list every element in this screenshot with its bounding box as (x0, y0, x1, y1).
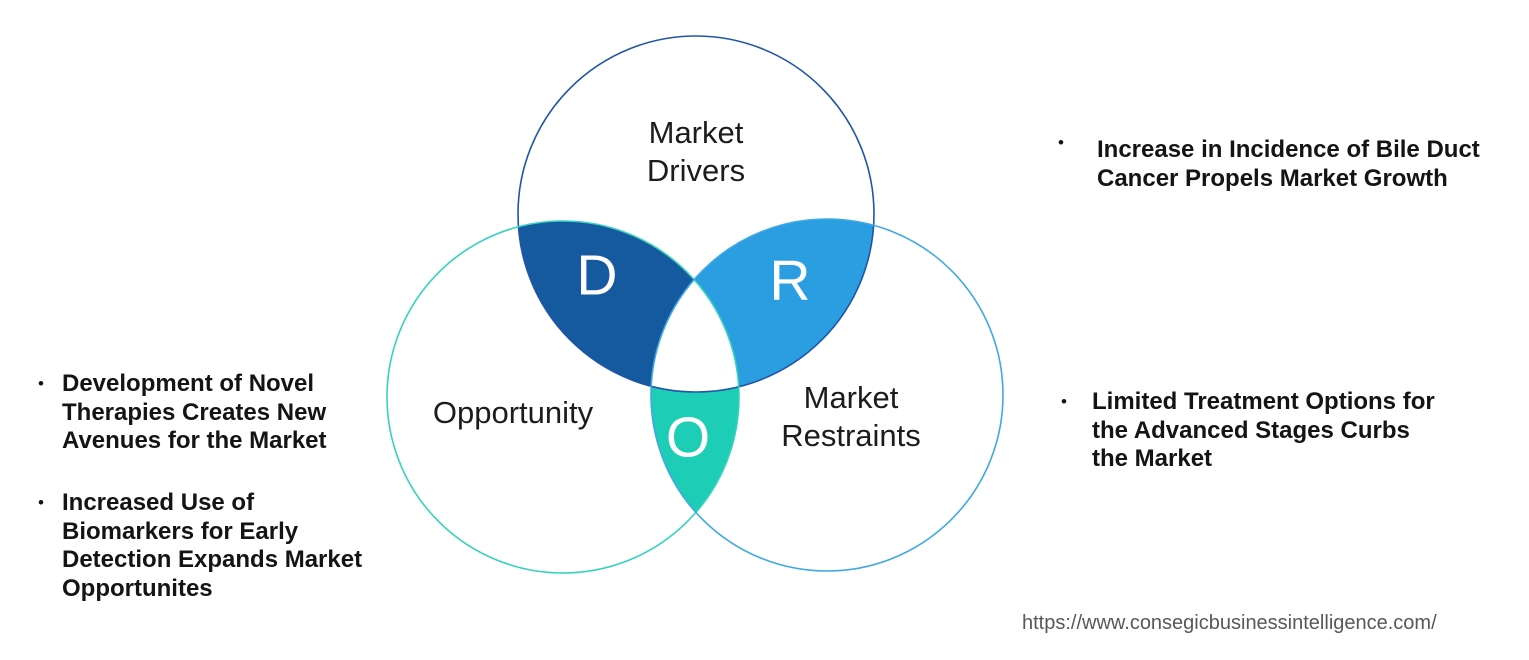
note-line: Cancer Propels Market Growth (1097, 164, 1448, 192)
letter-r: R (769, 248, 811, 313)
note-line: Detection Expands Market (62, 546, 363, 573)
note-limited-treatment: • Limited Treatment Options for the Adva… (1061, 388, 1435, 474)
bullet-icon: • (38, 374, 44, 393)
opportunity-circle-outline (386, 220, 740, 574)
restraints-label-line1: Market (803, 380, 899, 415)
note-line: Increase in Incidence of Bile Duct (1097, 136, 1480, 163)
note-novel-therapies: • Development of Novel Therapies Creates… (38, 370, 327, 456)
restraints-label: Market Restraints (781, 379, 921, 455)
bullet-icon: • (38, 493, 44, 512)
drivers-label-line2: Drivers (646, 153, 746, 188)
opportunity-label-line1: Opportunity (432, 395, 594, 430)
note-line: the Advanced Stages Curbs (1092, 416, 1410, 444)
note-line: Biomarkers for Early (62, 517, 299, 545)
note-line: Therapies Creates New (62, 398, 327, 426)
bullet-icon: • (1061, 392, 1067, 411)
note-biomarkers: • Increased Use of Biomarkers for Early … (38, 489, 362, 603)
note-line: Increased Use of (62, 489, 255, 516)
note-line: Development of Novel (62, 370, 315, 397)
note-line: Limited Treatment Options for (1092, 388, 1435, 415)
bullet-icon: • (1058, 133, 1064, 152)
opportunity-label: Opportunity (433, 394, 593, 432)
restraints-circle-outline (650, 218, 1004, 572)
restraints-label-line2: Restraints (781, 418, 921, 453)
drivers-circle-outline (517, 35, 875, 393)
note-bile-duct-incidence: • Increase in Incidence of Bile Duct Can… (1058, 133, 1480, 193)
source-url: https://www.consegicbusinessintelligence… (1022, 612, 1437, 634)
lens-drivers-restraints (651, 219, 874, 392)
drivers-label: Market Drivers (647, 114, 745, 190)
letter-d: D (576, 243, 618, 308)
letter-o: O (665, 405, 711, 470)
lens-drivers-opportunity (518, 221, 739, 392)
drivers-label-line1: Market (648, 115, 744, 150)
note-line: Avenues for the Market (62, 427, 327, 454)
note-line: Opportunites (62, 574, 213, 602)
note-line: the Market (1092, 445, 1213, 472)
